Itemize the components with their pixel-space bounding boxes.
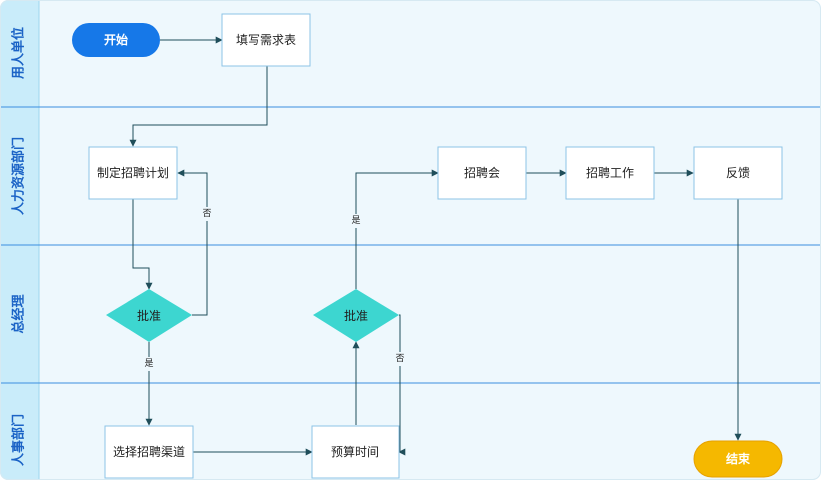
make-plan-node-label: 制定招聘计划 bbox=[97, 165, 169, 180]
edge-form-to-plan bbox=[129, 66, 268, 147]
start-node[interactable]: 开始 bbox=[72, 23, 160, 57]
approve-1-decision[interactable]: 批准 bbox=[106, 289, 192, 342]
lane-label-column bbox=[0, 0, 39, 480]
end-node-label: 结束 bbox=[726, 451, 751, 466]
job-fair-node[interactable]: 招聘会 bbox=[437, 146, 527, 200]
fill-form-node[interactable]: 填写需求表 bbox=[221, 13, 311, 67]
edge-plan-to-approve1 bbox=[132, 199, 153, 290]
edge-label-bg-approve2-no bbox=[395, 352, 406, 366]
edge-label-bg-approve2-yes bbox=[351, 214, 362, 228]
start-node-label: 开始 bbox=[104, 32, 128, 47]
fill-form-node-label: 填写需求表 bbox=[236, 33, 296, 47]
select-channel-node[interactable]: 选择招聘渠道 bbox=[104, 425, 194, 479]
edge-label-bg-approve1-no bbox=[202, 207, 213, 221]
approve-2-decision[interactable]: 批准 bbox=[313, 289, 399, 342]
approve-1-decision-label: 批准 bbox=[137, 308, 161, 323]
lane-label-employing-unit: 用人单位 bbox=[11, 27, 27, 80]
approve-2-decision-label: 批准 bbox=[344, 308, 368, 323]
feedback-node-label: 反馈 bbox=[726, 166, 750, 180]
lane-label-general-manager: 总经理 bbox=[11, 294, 27, 333]
feedback-node[interactable]: 反馈 bbox=[693, 146, 783, 200]
lane-label-personnel-department: 人事部门 bbox=[11, 414, 27, 466]
edge-label-approve2-yes: 是 bbox=[351, 215, 360, 226]
recruit-work-node[interactable]: 招聘工作 bbox=[565, 146, 655, 200]
lane-label-hr-department: 人力资源部门 bbox=[11, 137, 27, 215]
budget-time-node[interactable]: 预算时间 bbox=[311, 425, 400, 479]
edge-label-approve1-no: 否 bbox=[202, 208, 211, 219]
job-fair-node-label: 招聘会 bbox=[464, 166, 500, 180]
make-plan-node[interactable]: 制定招聘计划 bbox=[88, 146, 178, 200]
recruit-work-node-label: 招聘工作 bbox=[586, 166, 634, 180]
edge-label-bg-approve1-yes bbox=[144, 357, 155, 371]
edge-approve1-no bbox=[177, 169, 208, 316]
end-node[interactable]: 结束 bbox=[693, 440, 783, 478]
edge-label-approve2-no: 否 bbox=[395, 353, 404, 364]
budget-time-node-label: 预算时间 bbox=[331, 444, 379, 459]
edge-approve2-yes bbox=[355, 169, 439, 289]
select-channel-node-label: 选择招聘渠道 bbox=[113, 445, 185, 459]
edge-label-approve1-yes: 是 bbox=[144, 358, 153, 369]
